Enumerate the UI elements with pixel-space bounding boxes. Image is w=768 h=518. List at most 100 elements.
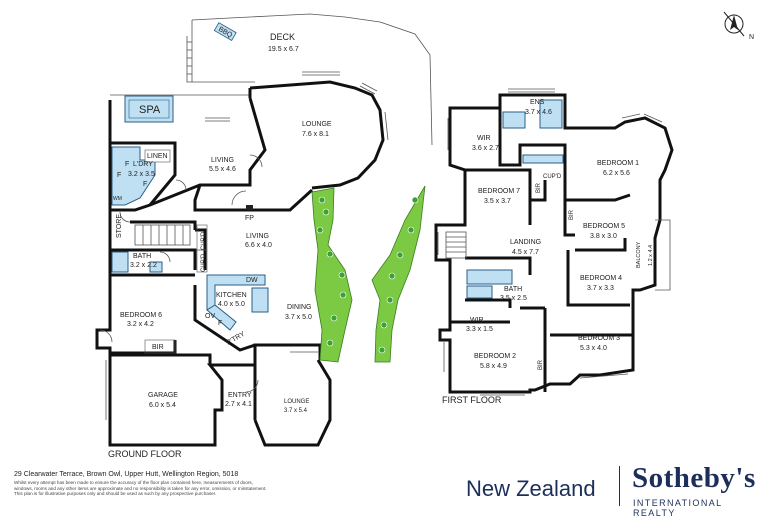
svg-text:OV: OV <box>205 313 215 320</box>
svg-text:3.7 x 5.0: 3.7 x 5.0 <box>285 314 312 321</box>
svg-text:BATH: BATH <box>133 253 151 260</box>
bath-fixture-ff <box>466 269 513 285</box>
brand-divider <box>619 466 620 506</box>
svg-text:3.2 x 2.2: 3.2 x 2.2 <box>130 262 157 269</box>
garden-right <box>371 185 426 363</box>
svg-text:4.0 x 5.0: 4.0 x 5.0 <box>218 301 245 308</box>
svg-text:L'DRY: L'DRY <box>133 161 153 168</box>
svg-text:BEDROOM 5: BEDROOM 5 <box>583 223 625 230</box>
svg-text:BEDROOM 7: BEDROOM 7 <box>478 188 520 195</box>
svg-text:GARAGE: GARAGE <box>148 392 178 399</box>
ground-floor-label: GROUND FLOOR <box>108 449 182 459</box>
svg-text:FP: FP <box>245 215 254 222</box>
svg-text:LINEN: LINEN <box>147 153 168 160</box>
svg-text:F: F <box>125 161 129 168</box>
svg-text:19.5 x 6.7: 19.5 x 6.7 <box>268 46 299 53</box>
svg-text:BEDROOM 2: BEDROOM 2 <box>474 353 516 360</box>
svg-text:BIR: BIR <box>536 182 542 193</box>
first-floor-label: FIRST FLOOR <box>442 395 502 405</box>
svg-text:5.8 x 4.9: 5.8 x 4.9 <box>480 363 507 370</box>
fireplace <box>246 205 253 210</box>
svg-text:KITCHEN: KITCHEN <box>216 292 247 299</box>
property-address: 29 Clearwater Terrace, Brown Owl, Upper … <box>14 471 239 478</box>
disclaimer-line: This plan is for illustrative purposes o… <box>14 491 217 497</box>
svg-text:6.2 x 5.6: 6.2 x 5.6 <box>603 170 630 177</box>
svg-text:6.6 x 4.0: 6.6 x 4.0 <box>245 242 272 249</box>
svg-text:P'TRY: P'TRY <box>226 331 247 347</box>
svg-text:F: F <box>218 320 222 327</box>
svg-text:DINING: DINING <box>287 304 312 311</box>
svg-text:LANDING: LANDING <box>510 239 541 246</box>
disclaimer-line: windows, rooms and any other items are a… <box>14 485 267 491</box>
svg-text:BEDROOM 3: BEDROOM 3 <box>578 335 620 342</box>
svg-text:SPA: SPA <box>139 104 161 116</box>
svg-text:LIVING: LIVING <box>211 157 234 164</box>
disclaimer: Whilst every attempt has been made to en… <box>14 480 314 497</box>
svg-text:3.8 x 3.0: 3.8 x 3.0 <box>590 233 617 240</box>
svg-text:DECK: DECK <box>270 32 295 42</box>
svg-text:5.3 x 4.0: 5.3 x 4.0 <box>580 345 607 352</box>
first-floor-stairs <box>445 231 467 259</box>
svg-text:2.7 x 4.1: 2.7 x 4.1 <box>225 401 252 408</box>
svg-text:ENTRY: ENTRY <box>228 392 252 399</box>
brand-logo-name: Sotheby's <box>632 462 756 494</box>
svg-text:BEDROOM 4: BEDROOM 4 <box>580 275 622 282</box>
svg-text:BEDROOM 6: BEDROOM 6 <box>120 312 162 319</box>
bbq-tag: BBQ <box>213 22 237 42</box>
svg-text:LOUNGE: LOUNGE <box>302 121 332 128</box>
kitchen-island <box>251 287 269 313</box>
first-floor-plan: ENS 3.7 x 4.6 WIR 3.6 x 2.7 BEDROOM 1 6.… <box>434 88 674 405</box>
svg-text:3.2 x 3.5: 3.2 x 3.5 <box>128 171 155 178</box>
floor-plan: N BBQ SPA <box>95 11 754 459</box>
svg-text:BIR: BIR <box>569 209 575 220</box>
svg-text:STORE: STORE <box>116 214 123 238</box>
compass-north-label: N <box>749 34 754 41</box>
deck-stair-treads <box>187 41 192 75</box>
deck-stairs <box>186 36 192 83</box>
deck-outline <box>191 13 433 146</box>
garden-trees <box>316 196 419 354</box>
svg-text:WIR: WIR <box>477 135 491 142</box>
svg-text:LIVING: LIVING <box>246 233 269 240</box>
svg-text:CUP'D: CUP'D <box>201 253 207 272</box>
svg-text:3.5 x 3.7: 3.5 x 3.7 <box>484 198 511 205</box>
svg-text:DW: DW <box>246 277 258 284</box>
svg-text:WM: WM <box>113 196 122 202</box>
svg-text:3.2 x 4.2: 3.2 x 4.2 <box>127 321 154 328</box>
door-swings <box>99 154 263 393</box>
svg-text:3.5 x 2.5: 3.5 x 2.5 <box>500 295 527 302</box>
svg-text:WIR: WIR <box>470 317 484 324</box>
svg-text:3.7 x 5.4: 3.7 x 5.4 <box>284 408 308 414</box>
laundry-fixtures <box>111 146 156 206</box>
svg-text:BATH: BATH <box>504 286 522 293</box>
bath-fixture <box>111 251 129 273</box>
svg-text:BIR: BIR <box>538 359 544 370</box>
svg-text:F: F <box>143 181 147 188</box>
window-marks <box>105 71 389 420</box>
svg-text:7.6 x 8.1: 7.6 x 8.1 <box>302 131 329 138</box>
svg-text:5.5 x 4.6: 5.5 x 4.6 <box>209 166 236 173</box>
svg-text:CUP'D: CUP'D <box>201 231 207 250</box>
spa <box>124 95 174 123</box>
svg-text:4.5 x 7.7: 4.5 x 7.7 <box>512 249 539 256</box>
svg-text:BEDROOM 1: BEDROOM 1 <box>597 160 639 167</box>
svg-text:LOUNGE: LOUNGE <box>284 399 309 405</box>
svg-text:F: F <box>117 172 121 179</box>
svg-text:1.2 x 4.4: 1.2 x 4.4 <box>648 245 654 266</box>
svg-text:3.6 x 2.7: 3.6 x 2.7 <box>472 145 499 152</box>
svg-text:BIR: BIR <box>152 344 164 351</box>
svg-text:3.3 x 1.5: 3.3 x 1.5 <box>466 326 493 333</box>
ensuite-bath <box>502 111 526 129</box>
brand-subtitle: INTERNATIONAL REALTY <box>633 498 723 518</box>
disclaimer-line: Whilst every attempt has been made to en… <box>14 480 254 485</box>
ground-stairs <box>134 224 191 246</box>
svg-text:CUP'D: CUP'D <box>543 174 562 180</box>
svg-text:6.0 x 5.4: 6.0 x 5.4 <box>149 402 176 409</box>
ground-floor-plan: BBQ SPA <box>95 13 433 459</box>
garden-left <box>311 187 353 363</box>
first-floor-windows <box>437 88 663 396</box>
compass-icon: N <box>723 11 754 41</box>
svg-text:3.7 x 3.3: 3.7 x 3.3 <box>587 285 614 292</box>
svg-text:3.7 x 4.6: 3.7 x 4.6 <box>525 109 552 116</box>
brand-region: New Zealand <box>466 476 596 501</box>
